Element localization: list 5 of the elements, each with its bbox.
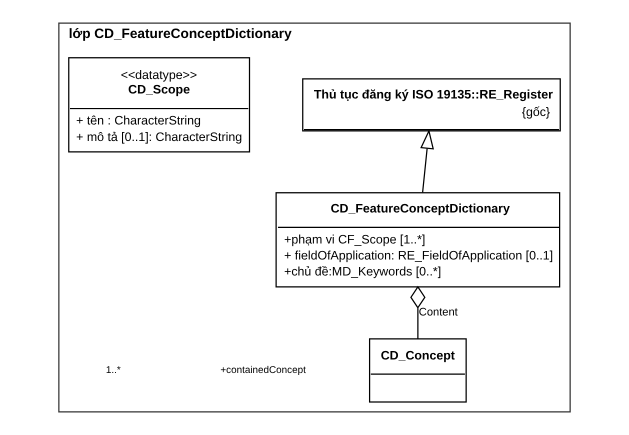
connector (410, 286, 426, 339)
label: +containedConcept (220, 364, 306, 376)
arrow (420, 129, 434, 192)
edge-label: Content (418, 306, 458, 319)
label: 1..* (106, 364, 121, 376)
